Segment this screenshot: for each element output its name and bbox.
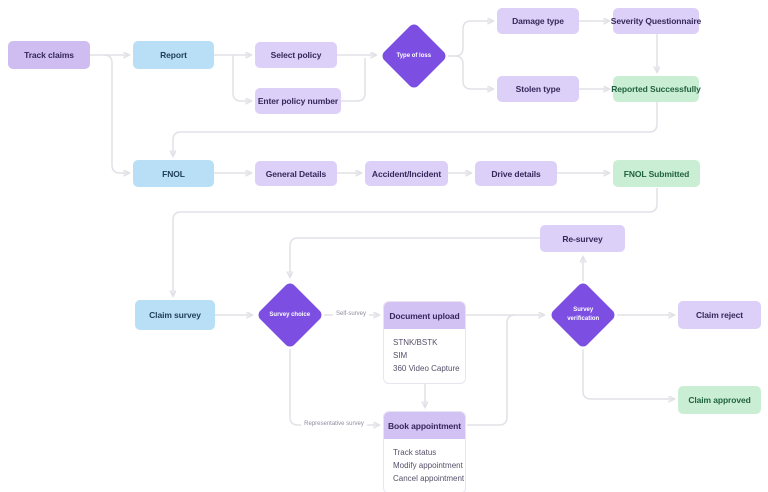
connector-fnolsubmitted-claimsurvey [173,188,658,296]
node-damage-type[interactable]: Damage type [497,8,579,34]
node-select-policy[interactable]: Select policy [255,42,337,68]
node-stolen-type[interactable]: Stolen type [497,76,579,102]
document-upload-item: STNK/BSTK [393,338,438,347]
survey-choice-label: Survey choice [269,311,311,318]
node-fnol[interactable]: FNOL [133,160,214,187]
edge-label-representative-survey: Representative survey [301,421,367,427]
connector-surveychoice-bookappointment [289,349,379,425]
node-drive-details[interactable]: Drive details [475,161,557,186]
connector-enterpolicy-join [341,58,366,102]
connector-typeofloss-damagetype [448,21,493,57]
document-upload-body: STNK/BSTK SIM 360 Video Capture [384,329,465,383]
survey-verification-label: Survey verification [566,307,599,322]
connector-bookappointment-verification [467,314,516,426]
node-severity-questionnaire[interactable]: Severity Questionnaire [611,8,701,34]
node-claim-approved[interactable]: Claim approved [678,386,761,414]
edge-label-self-survey: Self-survey [332,311,370,317]
node-claim-survey[interactable]: Claim survey [135,300,215,330]
document-upload-item: SIM [393,351,408,360]
node-claim-reject[interactable]: Claim reject [678,301,761,329]
document-upload-item: 360 Video Capture [393,364,460,373]
connector-resurvey-surveychoice [290,237,540,277]
node-reported-successfully[interactable]: Reported Successfully [611,76,701,102]
node-enter-policy-number[interactable]: Enter policy number [255,88,341,114]
node-re-survey[interactable]: Re-survey [540,225,625,252]
node-accident-incident[interactable]: Accident/Incident [365,161,448,186]
book-appointment-item: Track status [393,448,437,457]
connector-reported-fnol [173,102,658,156]
book-appointment-body: Track status Modify appointment Cancel a… [384,439,465,492]
connector-verification-claimapproved [582,349,674,399]
type-of-loss-label: Type of loss [396,52,432,59]
connector-trackclaims-fnol [103,54,129,173]
node-document-upload-card[interactable]: Document upload STNK/BSTK SIM 360 Video … [383,301,466,384]
node-general-details[interactable]: General Details [255,161,337,186]
document-upload-title: Document upload [384,302,465,329]
book-appointment-title: Book appointment [384,412,465,439]
book-appointment-item: Cancel appointment [393,474,465,483]
book-appointment-item: Modify appointment [393,461,463,470]
connector-report-enterpolicy [232,55,251,101]
node-track-claims[interactable]: Track claims [8,41,90,69]
node-report[interactable]: Report [133,41,214,69]
node-fnol-submitted[interactable]: FNOL Submitted [613,160,700,187]
connector-typeofloss-stolentype [448,55,493,89]
node-book-appointment-card[interactable]: Book appointment Track status Modify app… [383,411,466,492]
